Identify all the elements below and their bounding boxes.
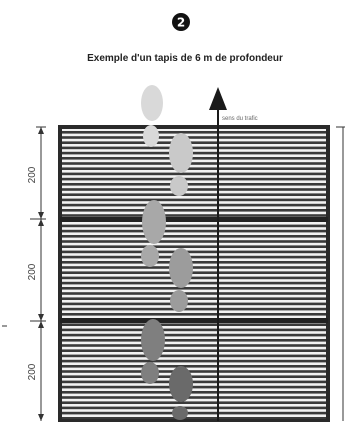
mat-slat <box>62 245 326 248</box>
mat-slat <box>62 261 326 264</box>
mat-slat <box>62 172 326 176</box>
arrow-up-icon <box>209 87 227 421</box>
mat-slat <box>62 323 326 326</box>
mat-slat <box>62 385 326 389</box>
footprint-icon <box>169 133 193 196</box>
mat-slat <box>62 411 326 415</box>
mat-slat <box>62 214 326 217</box>
section-label: 200 <box>27 263 38 280</box>
mat-slat <box>62 250 326 254</box>
mat-slat <box>62 162 326 165</box>
mat-slat <box>62 136 326 139</box>
mat-slat <box>62 281 326 285</box>
mat-slat <box>62 276 326 280</box>
footprint-icon <box>141 200 166 267</box>
footprint-icon <box>141 85 163 147</box>
badge-number: 2 <box>177 16 185 30</box>
section-divider <box>60 318 328 323</box>
mat-slat <box>62 406 326 410</box>
mat-slat <box>62 146 326 150</box>
section-label: 200 <box>27 363 38 380</box>
mat-slat <box>62 365 326 368</box>
mat-slat <box>62 224 326 228</box>
circled-number-icon: 2 <box>172 13 190 31</box>
mat-slat <box>62 235 326 238</box>
mat-slat <box>62 157 326 160</box>
mat-slat <box>62 203 326 207</box>
mat-slat <box>62 380 326 384</box>
mat-slat <box>62 349 326 352</box>
mat-slat <box>62 271 326 274</box>
mat-slat <box>62 354 326 358</box>
footprint-icon <box>141 319 165 384</box>
mat-slat <box>62 151 326 155</box>
mat-slat <box>62 266 326 269</box>
traffic-direction-label: sens du trafic <box>222 116 258 122</box>
footprints <box>141 85 193 420</box>
mat-frame <box>58 125 330 422</box>
mat-slats <box>62 131 326 420</box>
footprint-icon <box>169 248 193 312</box>
mat-slat <box>62 417 326 420</box>
section-divider <box>60 217 328 222</box>
mat-slat <box>62 339 326 342</box>
mat-slat <box>62 344 326 347</box>
mat-slat <box>62 359 326 363</box>
mat-slat <box>62 391 326 394</box>
mat-slat <box>62 141 326 144</box>
mat-slat <box>62 313 326 316</box>
mat-slat <box>62 193 326 196</box>
mat-slat <box>62 177 326 181</box>
mat-slat <box>62 297 326 300</box>
mat-slat <box>62 307 326 311</box>
mat-slat <box>62 255 326 259</box>
page-title: Exemple d'un tapis de 6 m de profondeur <box>87 53 283 64</box>
mat-slat <box>62 229 326 233</box>
mat-slat <box>62 198 326 202</box>
mat-slat <box>62 370 326 373</box>
mat-slat <box>62 287 326 290</box>
mat-slat <box>62 188 326 191</box>
section-label: 200 <box>27 166 38 183</box>
mat <box>58 125 330 422</box>
mat-slat <box>62 167 326 170</box>
mat-slat <box>62 302 326 306</box>
mat-slat <box>62 375 326 378</box>
mat-slat <box>62 131 326 134</box>
mat-slat <box>62 328 326 332</box>
footprint-icon <box>169 366 193 420</box>
mat-slat <box>62 401 326 404</box>
mat-slat <box>62 396 326 399</box>
mat-slat <box>62 292 326 295</box>
left-dimension <box>30 126 46 421</box>
mat-slat <box>62 183 326 186</box>
right-dimension <box>336 126 345 421</box>
mat-slat <box>62 209 326 212</box>
mat-slat <box>62 333 326 337</box>
mat-slat <box>62 240 326 243</box>
